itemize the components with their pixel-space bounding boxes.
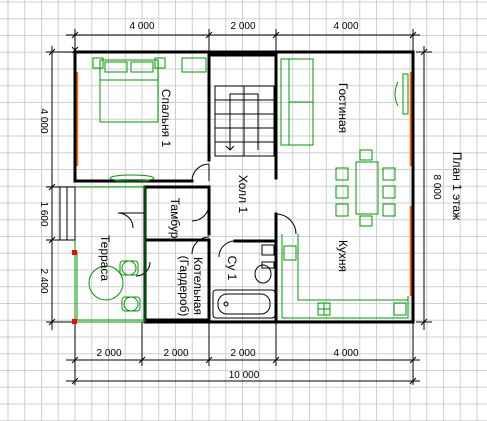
plan-title: План 1 этаж bbox=[450, 152, 464, 220]
corner-cross-mark bbox=[71, 46, 79, 54]
living-tv bbox=[394, 73, 409, 115]
dim-left-3: 2 400 bbox=[38, 268, 49, 293]
kitchen-counter bbox=[281, 234, 409, 319]
terrace-steps bbox=[51, 186, 76, 241]
dim-top-3: 4 000 bbox=[333, 21, 358, 32]
dim-bottom-3: 2 000 bbox=[230, 348, 255, 359]
windows bbox=[75, 72, 413, 296]
dim-bottom-4: 4 000 bbox=[333, 348, 358, 359]
bedroom-bed bbox=[92, 57, 207, 123]
room-label-wardrobe: (Гардероб) bbox=[177, 256, 191, 317]
staircase bbox=[214, 85, 275, 157]
room-label-hall: Холл 1 bbox=[236, 175, 250, 214]
room-label-living: Гостиная bbox=[336, 83, 350, 133]
dim-bottom-2: 2 000 bbox=[163, 348, 188, 359]
room-label-bedroom: Спальня 1 bbox=[159, 89, 173, 148]
room-label-boiler: Котельная bbox=[191, 257, 205, 315]
terrace-table bbox=[88, 260, 141, 312]
dim-left-1: 4 000 bbox=[38, 108, 49, 133]
dim-top-2: 2 000 bbox=[230, 21, 255, 32]
living-sofa bbox=[280, 58, 314, 146]
dim-right-total: 8 000 bbox=[431, 174, 442, 199]
bathroom-fixtures bbox=[212, 244, 276, 319]
room-label-vestibule: Тамбур bbox=[168, 198, 182, 239]
dining-table bbox=[335, 149, 396, 227]
dim-bottom-total: 10 000 bbox=[229, 370, 260, 381]
room-label-bathroom: Су 1 bbox=[225, 256, 239, 281]
doors bbox=[117, 163, 297, 277]
dim-top-1: 4 000 bbox=[129, 21, 154, 32]
dim-left-2: 1 600 bbox=[38, 201, 49, 226]
terrace bbox=[72, 186, 146, 324]
room-label-kitchen: Кухня bbox=[336, 240, 350, 272]
bedroom-wardrobe bbox=[109, 174, 155, 182]
dim-bottom-1: 2 000 bbox=[96, 348, 121, 359]
room-label-terrace: Терраса bbox=[98, 235, 112, 281]
